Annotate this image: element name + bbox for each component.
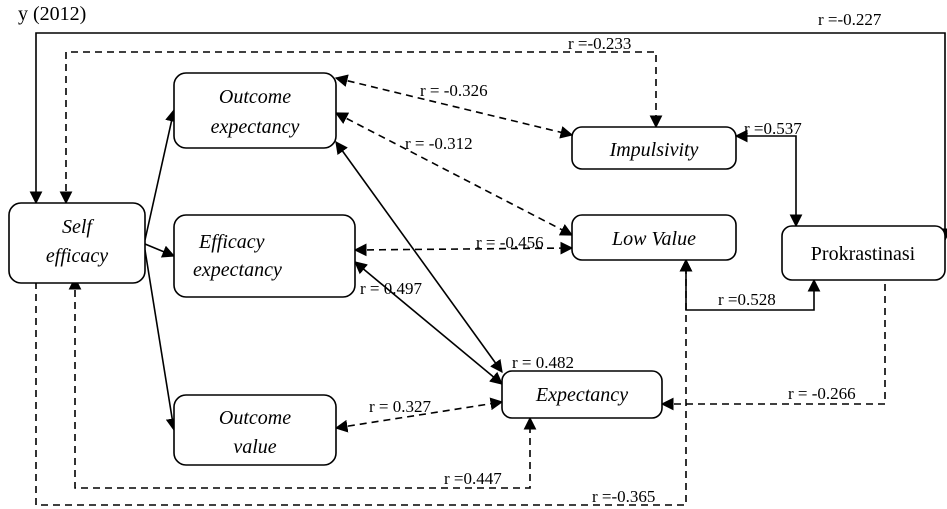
coef-label: r = -0.266: [788, 384, 856, 403]
edge-se-ee: [144, 243, 176, 258]
edge-se-imp: [59, 51, 663, 205]
edge-se-lv: [29, 256, 693, 506]
edge-exp-pro: [660, 246, 892, 411]
node-expectancy: Expectancy: [501, 370, 663, 419]
node-outcome-value: Outcome value: [173, 394, 337, 466]
edge-oe-lv: [334, 112, 574, 236]
coef-label: r = 0.327: [369, 397, 431, 416]
edges: [29, 32, 947, 506]
edge-se-pro: [29, 32, 947, 242]
coef-label: r = -0.456: [476, 233, 544, 252]
node-label-line: expectancy: [193, 259, 282, 281]
node-label-line: Self: [62, 216, 94, 238]
coef-label: r =-0.233: [568, 34, 631, 53]
edge-se-ov: [144, 249, 179, 432]
coef-label: r =-0.227: [818, 10, 882, 29]
edge-imp-pro: [734, 129, 803, 228]
coef-label: r =0.447: [444, 469, 502, 488]
coef-label: r =0.528: [718, 290, 776, 309]
coef-label: r = -0.312: [405, 134, 473, 153]
edge-se-exp: [68, 276, 537, 489]
node-label-line: Outcome: [219, 407, 291, 429]
node-prokrastinasi: Prokrastinasi: [781, 225, 946, 281]
node-efficacy-expectancy: Efficacy expectancy: [173, 214, 356, 298]
node-label-line: Low Value: [611, 228, 696, 250]
coef-label: r = 0.497: [360, 279, 422, 298]
coef-label: r =-0.365: [592, 487, 655, 506]
edge-oe-imp: [334, 74, 574, 139]
node-outcome-expectancy: Outcome expectancy: [173, 72, 337, 149]
node-low-value: Low Value: [571, 214, 737, 261]
edge-oe-exp: [335, 140, 503, 374]
node-label-line: efficacy: [46, 245, 108, 267]
node-self-efficacy: Self efficacy: [8, 202, 146, 284]
node-impulsivity: Impulsivity: [571, 126, 737, 170]
coefficient-labels: r =-0.227 r =-0.233 r = -0.326 r = -0.31…: [360, 10, 882, 506]
node-label-line: Efficacy: [198, 231, 265, 253]
coef-label: r = 0.482: [512, 353, 574, 372]
coef-label: r =0.537: [744, 119, 802, 138]
coef-label: r = -0.326: [420, 81, 488, 100]
node-label-line: Impulsivity: [609, 139, 699, 161]
node-label-line: Expectancy: [535, 384, 628, 406]
edge-se-oe: [144, 108, 178, 241]
node-label-line: value: [233, 436, 276, 458]
node-label-line: expectancy: [211, 116, 300, 138]
header-partial-text: y (2012): [18, 3, 86, 25]
node-label-line: Outcome: [219, 86, 291, 108]
node-label-line: Prokrastinasi: [811, 243, 916, 265]
